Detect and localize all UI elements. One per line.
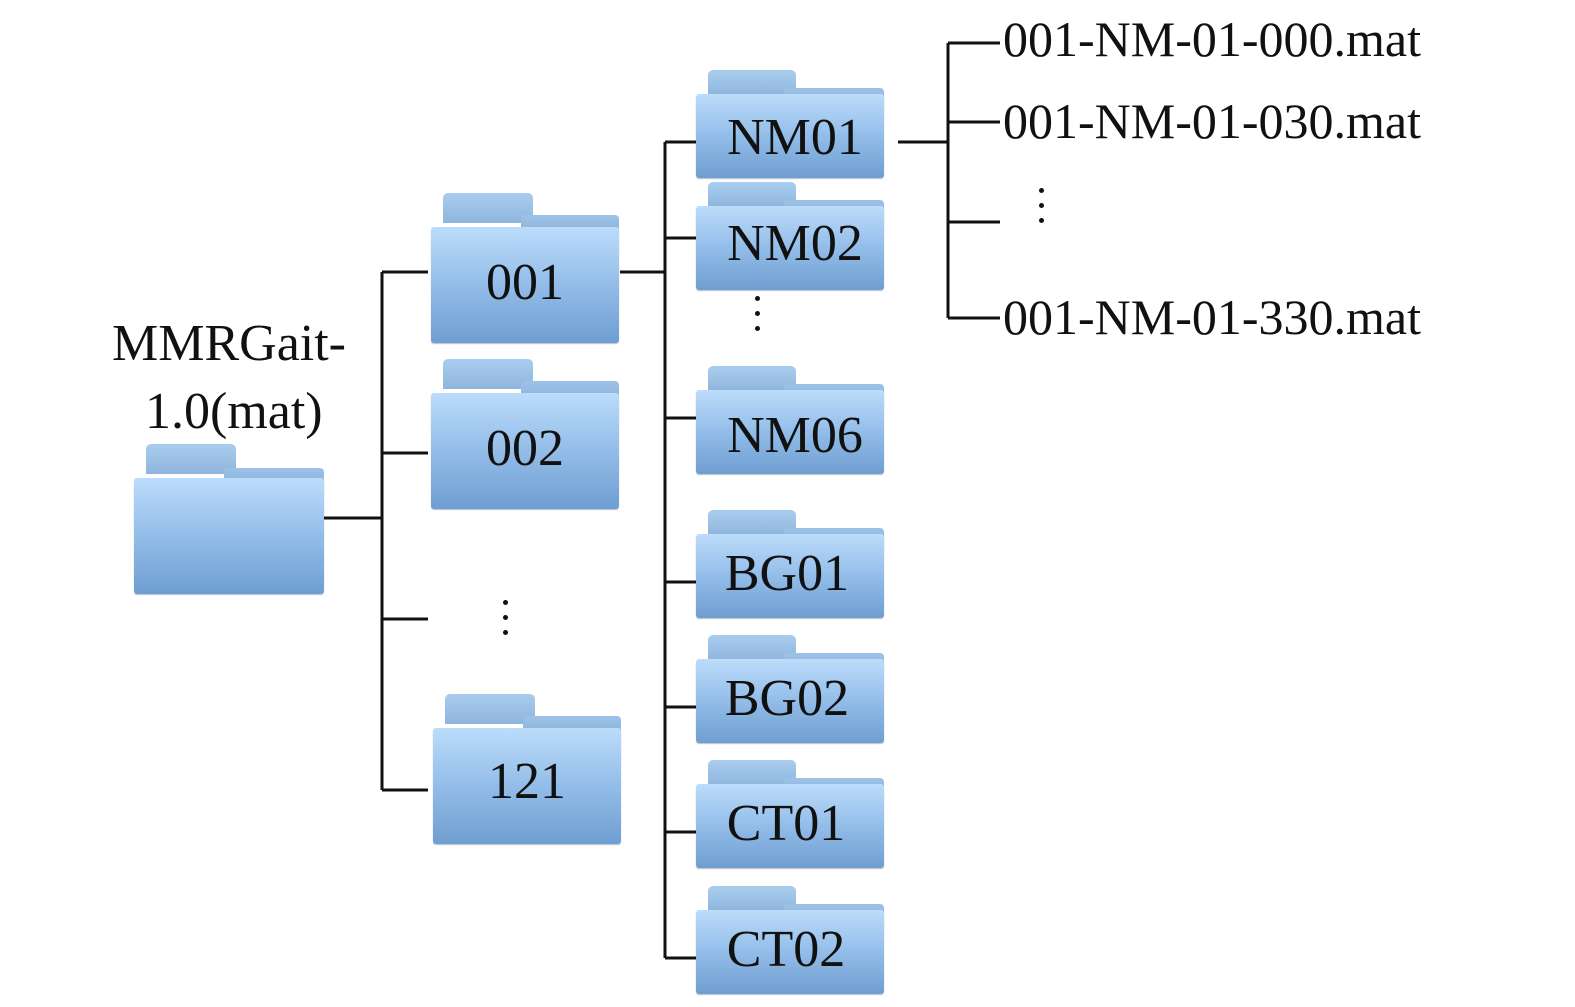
subject-folder-001[interactable]: 001 — [431, 193, 619, 343]
subject-folder-121[interactable]: 121 — [433, 694, 621, 844]
sequence-ellipsis — [755, 296, 763, 341]
subject-folder-label: 001 — [486, 254, 564, 311]
root-title-line2: 1.0(mat) — [145, 383, 323, 440]
sequence-folder-ct02[interactable]: CT02 — [696, 886, 884, 994]
sequence-folder-nm02[interactable]: NM02 — [696, 182, 884, 290]
file-name[interactable]: 001-NM-01-030.mat — [1003, 93, 1421, 149]
sequence-folder-bg01[interactable]: BG01 — [696, 510, 884, 618]
root-folder-icon[interactable] — [134, 444, 324, 594]
sequence-folder-bg02[interactable]: BG02 — [696, 635, 884, 743]
root-title-line1: MMRGait- — [112, 315, 346, 372]
file-name[interactable]: 001-NM-01-330.mat — [1003, 289, 1421, 345]
sequence-folder-nm01[interactable]: NM01 — [696, 70, 884, 178]
file-name[interactable]: 001-NM-01-000.mat — [1003, 11, 1421, 67]
subject-folder-002[interactable]: 002 — [431, 359, 619, 509]
sequence-folder-label: NM06 — [727, 407, 863, 464]
sequence-folder-label: BG02 — [724, 670, 850, 727]
sequence-folder-label: BG01 — [724, 545, 850, 602]
subject-ellipsis — [503, 600, 511, 645]
subject-folder-label: 002 — [486, 420, 564, 477]
sequence-folder-label: CT01 — [726, 795, 846, 852]
sequence-folder-label: CT02 — [726, 921, 846, 978]
sequence-folder-ct01[interactable]: CT01 — [696, 760, 884, 868]
sequence-folder-label: NM01 — [727, 109, 863, 166]
file-ellipsis — [1039, 188, 1047, 233]
subject-folder-label: 121 — [488, 753, 566, 810]
sequence-folder-nm06[interactable]: NM06 — [696, 366, 884, 474]
sequence-folder-label: NM02 — [727, 215, 863, 272]
